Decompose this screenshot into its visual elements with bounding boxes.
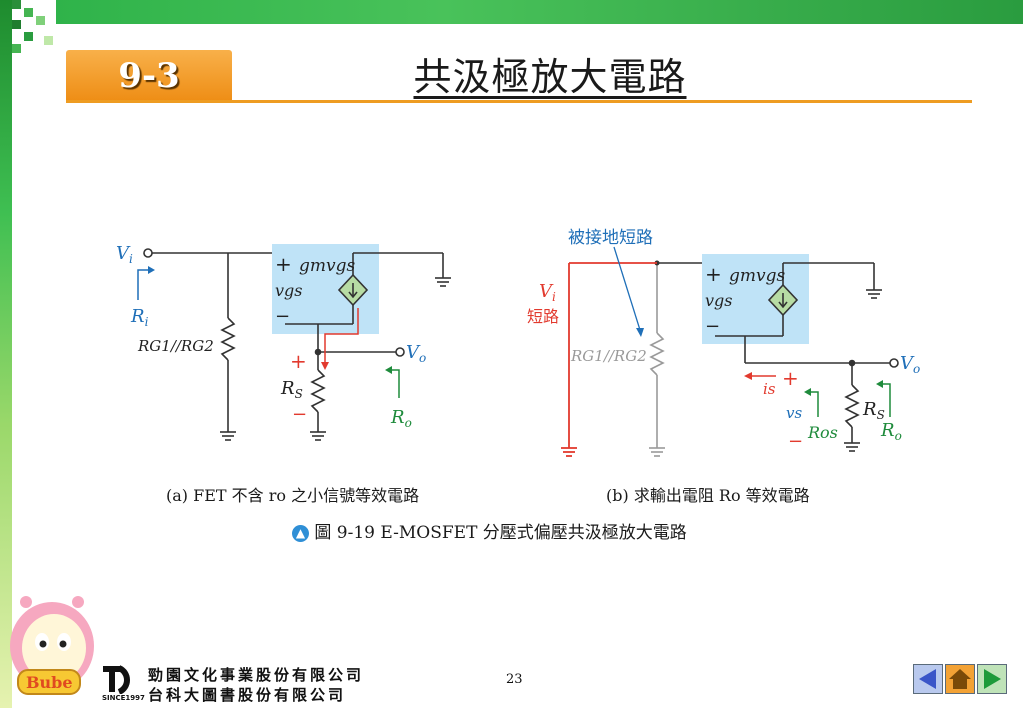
decor-square xyxy=(44,36,53,45)
ros-label: Ros xyxy=(807,423,838,442)
company-name-2: 台科大圖書股份有限公司 xyxy=(148,686,347,704)
section-number: 9-3 xyxy=(118,56,180,96)
rg-resistor-a xyxy=(220,317,236,361)
gm-label-a: gmvgs xyxy=(299,256,355,276)
triangle-right-icon xyxy=(984,669,1001,689)
vgs-label-b: vgs xyxy=(705,291,733,310)
decor-square xyxy=(12,44,21,53)
plus-red-b: + xyxy=(782,366,799,390)
vo-terminal-b xyxy=(889,358,899,368)
minus-red-a: − xyxy=(292,404,307,425)
home-icon xyxy=(949,669,971,689)
up-arrow-icon: ▲ xyxy=(292,525,309,542)
decor-square xyxy=(12,20,21,29)
plus-label-a: + xyxy=(275,252,292,276)
rs-label-b: RS xyxy=(862,399,885,422)
vgs-label-a: vgs xyxy=(275,281,303,300)
is-label: is xyxy=(763,380,776,398)
decor-square xyxy=(24,8,33,17)
home-button[interactable] xyxy=(945,664,975,694)
prev-button[interactable] xyxy=(913,664,943,694)
vo-label-b: Vo xyxy=(900,353,920,376)
gm-label-b: gmvgs xyxy=(729,266,785,286)
decor-square xyxy=(12,0,21,9)
triangle-left-icon xyxy=(919,669,936,689)
rs-label-a: RS xyxy=(280,378,303,401)
ri-label: Ri xyxy=(130,306,149,329)
ro-label-a: Ro xyxy=(390,407,412,430)
company-logo xyxy=(103,665,130,694)
rg-label-a: RG1//RG2 xyxy=(137,337,214,355)
decor-square xyxy=(36,16,45,25)
annotation-grounded: 被接地短路 xyxy=(568,228,653,248)
vo-label-a: Vo xyxy=(406,342,426,365)
figure-caption-text: 圖 9-19 E-MOSFET 分壓式偏壓共汲極放大電路 xyxy=(314,523,687,543)
top-decor-bar xyxy=(56,0,1023,24)
section-tab: 9-3 xyxy=(66,50,232,102)
since-label: SINCE1997 xyxy=(102,694,145,702)
decor-square xyxy=(24,32,33,41)
plus-label-b: + xyxy=(705,262,722,286)
title-underline xyxy=(66,100,972,103)
vi-label-a: Vi xyxy=(116,243,133,266)
next-button[interactable] xyxy=(977,664,1007,694)
short-label: 短路 xyxy=(527,307,559,326)
left-decor-strip xyxy=(0,0,12,708)
company-name-1: 勁園文化事業股份有限公司 xyxy=(148,666,365,684)
svg-text:Bube: Bube xyxy=(26,673,73,692)
page-title: 共汲極放大電路 xyxy=(413,55,687,99)
vi-short-label: Vi xyxy=(539,281,556,304)
caption-a: (a) FET 不含 ro 之小信號等效電路 xyxy=(166,486,420,505)
ro-label-b: Ro xyxy=(880,420,902,443)
minus-red-b: − xyxy=(788,431,803,452)
minus-label-a: − xyxy=(275,306,290,327)
rs-resistor-b xyxy=(844,384,860,428)
rg-resistor-b xyxy=(649,332,665,376)
rs-resistor-a xyxy=(310,369,326,413)
bube-mascot-logo: Bube xyxy=(10,596,94,695)
caption-b: (b) 求輸出電阻 Ro 等效電路 xyxy=(606,486,810,505)
vo-terminal-a xyxy=(395,347,405,357)
rg-label-b: RG1//RG2 xyxy=(570,347,647,365)
figure-caption: ▲ 圖 9-19 E-MOSFET 分壓式偏壓共汲極放大電路 xyxy=(292,518,687,543)
page-number: 23 xyxy=(506,672,523,687)
minus-label-b: − xyxy=(705,316,720,337)
vs-label: vs xyxy=(786,404,802,422)
vi-terminal xyxy=(143,248,153,258)
plus-red-a: + xyxy=(290,349,307,373)
